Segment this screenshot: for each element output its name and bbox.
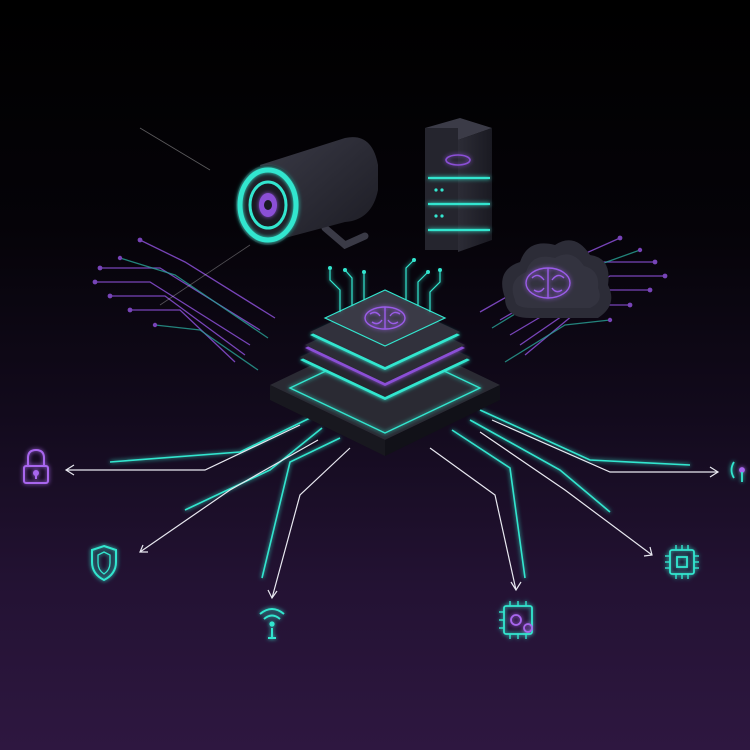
output-traces <box>109 409 691 579</box>
wifi-info-icon <box>259 608 285 639</box>
server-rack-icon <box>425 118 492 252</box>
lock-icon <box>23 448 49 484</box>
cloud-brain-symbol <box>525 267 571 299</box>
security-camera-icon <box>139 127 378 306</box>
circuit-nodes <box>92 235 668 328</box>
antenna-icon <box>730 461 745 482</box>
output-arrows <box>64 419 720 600</box>
ai-brain-chip-icon <box>270 258 500 456</box>
chip-gear-icon <box>499 601 533 639</box>
cpu-icon <box>665 545 699 579</box>
chip-brain-symbol <box>364 306 406 330</box>
shield-icon <box>91 544 117 582</box>
cloud-brain-icon <box>502 240 612 318</box>
